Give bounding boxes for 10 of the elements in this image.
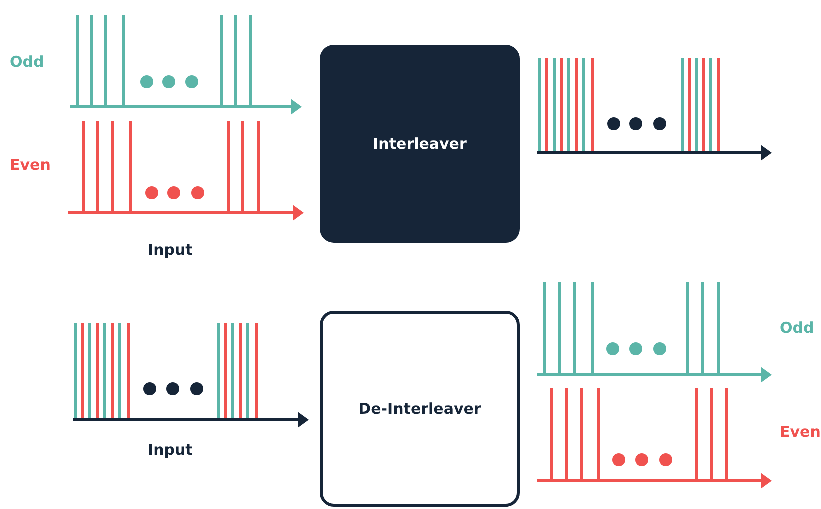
signal-label: Odd (10, 53, 44, 71)
block-label: Interleaver (373, 135, 467, 153)
de-interleaver-block (320, 311, 520, 507)
input-label: Input (148, 241, 193, 259)
interleaver-block (320, 45, 520, 243)
signal-label: Odd (780, 319, 814, 337)
signal-label: Even (10, 156, 51, 174)
signal-label: Even (780, 423, 821, 441)
input-label: Input (148, 441, 193, 459)
block-label: De-Interleaver (358, 400, 482, 418)
